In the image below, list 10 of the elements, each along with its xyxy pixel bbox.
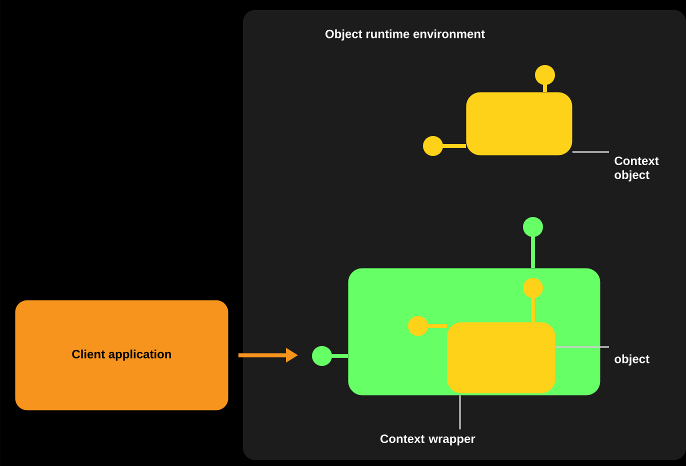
callout-label: object: [614, 354, 650, 366]
panel-title: Object runtime environment: [325, 29, 485, 41]
leader-line: [555, 346, 609, 348]
object-box: [466, 92, 572, 156]
application-box: Client application: [15, 300, 228, 410]
callout-label: Context wrapper: [380, 434, 476, 446]
callout-label: Context object: [614, 156, 659, 182]
leader-line: [572, 151, 609, 153]
leader-line: [459, 395, 461, 430]
object-box: [447, 322, 556, 394]
